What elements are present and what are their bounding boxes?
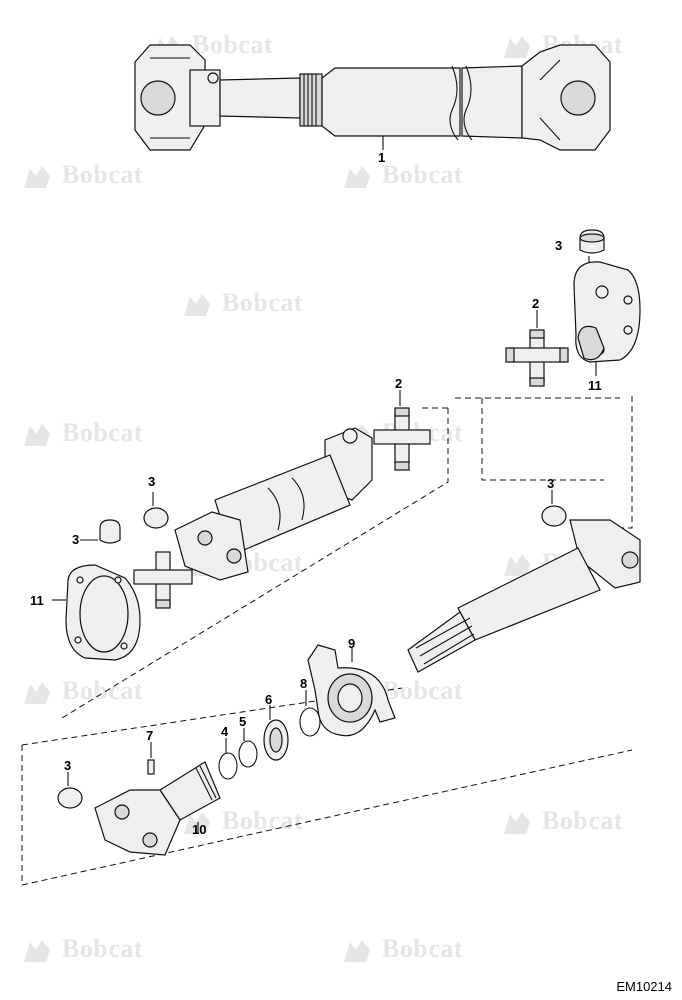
callout-label: 3	[148, 474, 156, 489]
callout-label: 9	[348, 636, 356, 651]
callout-label: 10	[192, 822, 207, 837]
drawing-id: EM10214	[616, 979, 672, 994]
bobcat-watermark: Bobcat	[20, 160, 143, 192]
callout-label: 1	[378, 150, 386, 165]
callout-label: 11	[30, 593, 44, 608]
callout-label: 3	[64, 758, 72, 773]
bobcat-watermark: Bobcat	[20, 418, 143, 450]
callout-label: 11	[588, 378, 602, 393]
cross-spider	[133, 551, 193, 609]
bobcat-watermark: Bobcat	[500, 806, 623, 838]
bobcat-watermark: Bobcat	[180, 806, 303, 838]
callout-label: 8	[300, 676, 308, 691]
right-ujoint-group	[505, 229, 641, 387]
bobcat-watermark: Bobcat	[20, 934, 143, 966]
callout-label: 5	[239, 714, 247, 729]
bobcat-watermark: Bobcat	[340, 934, 463, 966]
bobcat-watermark: Bobcat	[180, 288, 303, 320]
callout-label: 3	[547, 476, 555, 491]
middle-shaft-group	[52, 390, 620, 719]
cross-spider	[373, 407, 431, 471]
bearing-group	[57, 644, 396, 856]
assembled-drive-shaft	[134, 44, 611, 151]
callout-label: 4	[221, 724, 229, 739]
callout-label: 6	[265, 692, 273, 707]
callout-label: 7	[146, 728, 154, 743]
cross-spider	[505, 329, 569, 387]
callout-label: 3	[72, 532, 80, 547]
bobcat-watermark: Bobcat	[20, 676, 143, 708]
bobcat-watermark: Bobcat	[340, 160, 463, 192]
callout-label: 3	[555, 238, 563, 253]
callout-label: 2	[395, 376, 403, 391]
callout-label: 2	[532, 296, 540, 311]
